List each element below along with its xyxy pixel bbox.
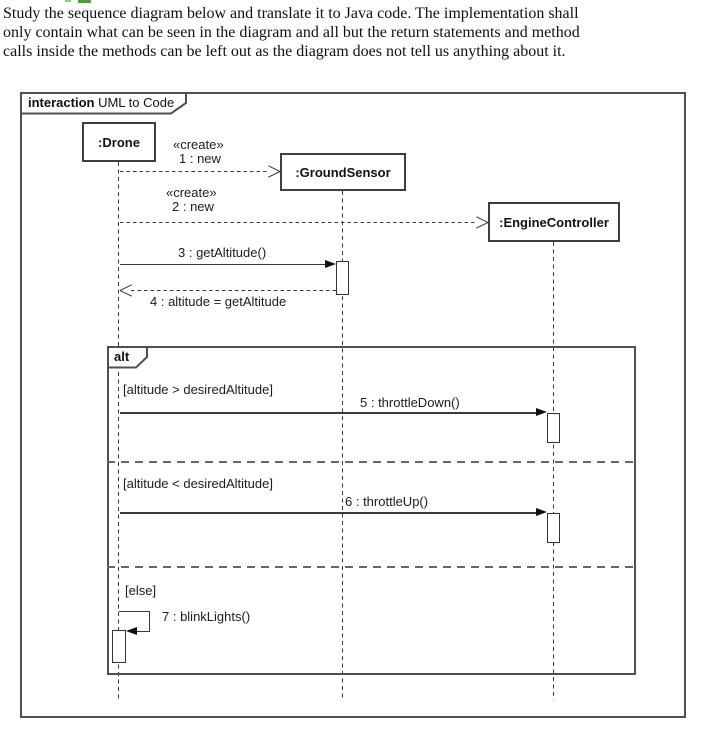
green-annotation-fragment xyxy=(78,0,91,3)
message-1-label: 1 : new xyxy=(179,151,221,166)
message-1-line xyxy=(120,171,268,173)
frame-operator: interaction xyxy=(28,95,95,110)
pentagon-label-shape xyxy=(20,92,187,115)
message-3-label: 3 : getAltitude() xyxy=(178,245,267,260)
filled-arrowhead-left-icon xyxy=(126,626,137,635)
object-box-groundsensor: :GroundSensor xyxy=(280,153,406,191)
open-arrowhead-right-icon xyxy=(475,216,488,230)
instruction-line: calls inside the methods can be left out… xyxy=(3,43,566,60)
interaction-frame-title: interaction UML to Code xyxy=(28,95,174,110)
message-7-self-right-line xyxy=(148,610,151,632)
message-4-line xyxy=(131,289,336,291)
message-2-label: 2 : new xyxy=(172,199,214,214)
lifeline-enginecontroller xyxy=(553,242,555,700)
interaction-frame-label: interaction UML to Code xyxy=(20,92,188,115)
message-5-line xyxy=(120,412,536,414)
frame-name: UML to Code xyxy=(98,95,175,110)
activation-bar-drone xyxy=(112,630,126,663)
lifeline-groundsensor xyxy=(342,191,344,700)
message-3-line xyxy=(120,263,326,266)
alt-operator: alt xyxy=(114,349,129,364)
alt-separator xyxy=(107,566,636,568)
open-arrowhead-right-icon xyxy=(267,165,280,179)
guard-else: [else] xyxy=(125,583,157,598)
guard-altitude-less: [altitude < desiredAltitude] xyxy=(123,476,273,491)
message-7-self-top-line xyxy=(119,610,150,613)
activation-bar-groundsensor xyxy=(336,261,349,295)
filled-arrowhead-right-icon xyxy=(536,408,547,417)
instruction-line: only contain what can be seen in the dia… xyxy=(3,24,580,41)
message-1-stereotype: «create» xyxy=(173,137,224,152)
message-4-label: 4 : altitude = getAltitude xyxy=(150,294,287,309)
pentagon-label-shape xyxy=(107,346,148,369)
message-7-label: 7 : blinkLights() xyxy=(162,609,251,624)
instruction-paragraph: Study the sequence diagram below and tra… xyxy=(3,4,580,61)
object-label-enginecontroller: :EngineController xyxy=(499,214,609,230)
message-7-self-bottom-line xyxy=(136,630,150,633)
instruction-line: Study the sequence diagram below and tra… xyxy=(3,5,579,22)
object-label-drone: :Drone xyxy=(98,134,140,150)
message-5-label: 5 : throttleDown() xyxy=(360,395,460,410)
object-label-groundsensor: :GroundSensor xyxy=(295,164,391,180)
message-6-line xyxy=(120,512,536,514)
message-2-stereotype: «create» xyxy=(166,185,217,200)
guard-altitude-greater: [altitude > desiredAltitude] xyxy=(123,382,273,397)
object-box-enginecontroller: :EngineController xyxy=(488,202,620,242)
alt-operator-text: alt xyxy=(114,349,130,364)
message-6-label: 6 : throttleUp() xyxy=(345,494,429,509)
green-annotation-fragment xyxy=(65,0,71,2)
alt-separator xyxy=(107,461,636,463)
open-arrowhead-left-icon xyxy=(120,283,133,297)
filled-arrowhead-right-icon xyxy=(536,508,547,517)
alt-fragment-frame xyxy=(107,346,636,675)
object-box-drone: :Drone xyxy=(82,122,156,162)
filled-arrowhead-right-icon xyxy=(325,259,336,268)
lifeline-drone xyxy=(118,162,120,700)
message-2-line xyxy=(120,222,476,224)
interaction-frame xyxy=(20,92,686,718)
activation-bar-enginecontroller xyxy=(547,413,560,443)
alt-fragment-label: alt xyxy=(107,346,149,369)
activation-bar-enginecontroller xyxy=(547,513,560,543)
